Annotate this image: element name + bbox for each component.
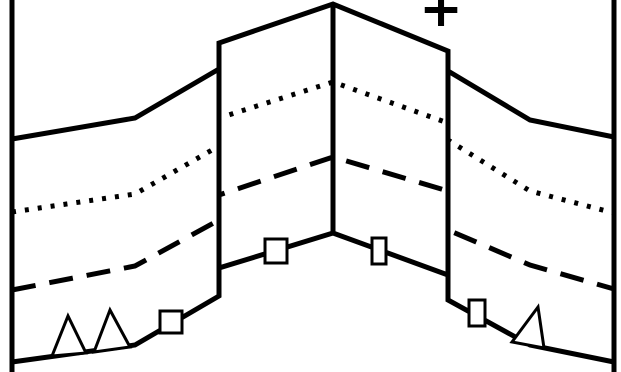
top-surface-line — [12, 4, 614, 139]
square-marker — [372, 238, 386, 264]
dashed-horizon-line — [12, 157, 614, 290]
triangle-marker — [94, 310, 130, 352]
square-marker — [469, 300, 485, 326]
triangle-marker — [52, 316, 86, 356]
triangle-marker — [512, 307, 544, 348]
square-marker — [265, 239, 287, 263]
plus-sign-label: + — [419, 0, 463, 39]
dotted-horizon-line — [12, 82, 614, 213]
square-marker — [160, 311, 182, 333]
